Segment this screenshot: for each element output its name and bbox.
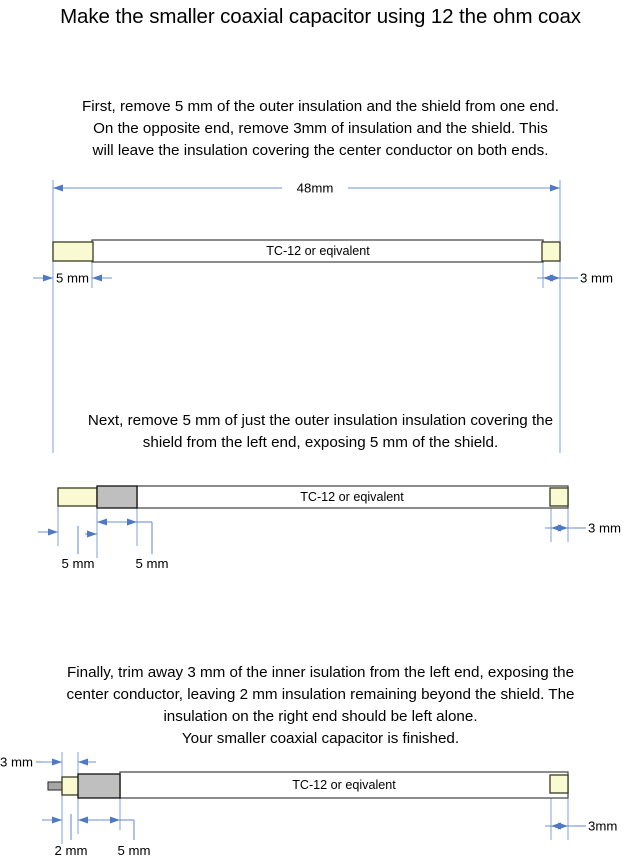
arrowhead-right: [52, 816, 62, 824]
conductor-dimension-label: 3 mm: [0, 755, 33, 770]
arrowhead-right: [550, 184, 560, 192]
left-dimension: 5 mm: [38, 526, 94, 571]
exposed-center-conductor: [47, 781, 64, 791]
left-exposed-insulation: [57, 487, 98, 507]
left-dimension: 5 mm: [33, 271, 112, 286]
shield-dimension-label: 5 mm: [118, 843, 151, 858]
arrowhead-left: [53, 184, 63, 192]
step-1-diagram: 48mm TC-12 or eqivalent 5 mm: [0, 168, 641, 453]
cable-outer-jacket: [119, 771, 569, 799]
coax-cable: TC-12 or eqivalent: [57, 485, 569, 509]
arrowhead-left: [52, 758, 62, 766]
step-3-line-1: Finally, trim away 3 mm of the inner isu…: [66, 664, 575, 681]
step-2-line-1: Next, remove 5 mm of just the outer insu…: [87, 412, 554, 429]
exposed-shield: [77, 773, 121, 799]
step-3-line-2: center conductor, leaving 2 mm insulatio…: [66, 686, 575, 703]
step-1-line-2: On the opposite end, remove 3mm of insul…: [93, 120, 548, 137]
insulation-dimension: 2 mm: [42, 814, 87, 858]
page-title: Make the smaller coaxial capacitor using…: [60, 5, 581, 28]
right-exposed-insulation: [549, 774, 569, 794]
arrowhead-inner: [87, 530, 97, 538]
step-1-paragraph: First, remove 5 mm of the outer insulati…: [0, 96, 641, 162]
cable-type-label: TC-12 or eqivalent: [292, 778, 396, 792]
overall-dimension-label: 48mm: [297, 181, 334, 196]
step-3-paragraph: Finally, trim away 3 mm of the inner isu…: [0, 662, 641, 750]
cable-type-label: TC-12 or eqivalent: [300, 490, 404, 504]
coax-cable: TC-12 or eqivalent: [52, 239, 561, 263]
right-dimension: 3 mm: [545, 521, 621, 536]
arrowhead-left: [97, 518, 107, 526]
left-exposed-insulation: [61, 776, 80, 796]
arrowhead-right: [127, 518, 137, 526]
insulation-dimension-label: 2 mm: [55, 843, 88, 858]
arrowhead-left: [43, 274, 53, 282]
arrowhead-right: [48, 528, 58, 536]
left-dimension-label: 5 mm: [62, 556, 95, 571]
arrowhead-right: [92, 274, 102, 282]
shield-dimension: 5 mm: [85, 518, 169, 571]
right-dimension-label: 3 mm: [580, 271, 613, 286]
arrowhead-right: [78, 758, 88, 766]
left-exposed-insulation: [52, 241, 94, 262]
arrowhead-left: [550, 274, 560, 282]
right-dimension-label: 3mm: [588, 819, 617, 834]
step-2-line-2: shield from the left end, exposing 5 mm …: [142, 434, 499, 451]
left-dimension-label: 5 mm: [56, 271, 89, 286]
step-1-line-3: will leave the insulation covering the c…: [92, 142, 549, 159]
right-dimension: 3mm: [545, 819, 617, 834]
step-3-diagram: TC-12 or eqivalent 3 mm 2 mm: [0, 752, 641, 863]
arrowhead-right: [110, 816, 120, 824]
step-3-line-3: insulation on the right end should be le…: [163, 708, 478, 725]
arrowhead-left: [558, 524, 568, 532]
exposed-shield: [96, 485, 138, 509]
shield-dimension: 5 mm: [78, 816, 151, 858]
step-1-line-1: First, remove 5 mm of the outer insulati…: [82, 98, 559, 115]
overall-dimension: 48mm: [53, 181, 560, 196]
shield-dimension-label: 5 mm: [136, 556, 169, 571]
conductor-dimension: 3 mm: [0, 755, 96, 770]
step-2-paragraph: Next, remove 5 mm of just the outer insu…: [0, 410, 641, 454]
step-2-diagram: TC-12 or eqivalent 5 mm 5 mm: [0, 470, 641, 580]
coax-cable: TC-12 or eqivalent: [47, 771, 569, 799]
step-3-line-4: Your smaller coaxial capacitor is finish…: [181, 730, 460, 747]
right-exposed-insulation: [541, 241, 561, 262]
cable-type-label: TC-12 or eqivalent: [266, 244, 370, 258]
right-dimension-label: 3 mm: [588, 521, 621, 536]
right-dimension: 3 mm: [537, 271, 613, 286]
right-exposed-insulation: [549, 487, 569, 507]
arrowhead-left: [78, 816, 88, 824]
arrowhead-left: [558, 822, 568, 830]
